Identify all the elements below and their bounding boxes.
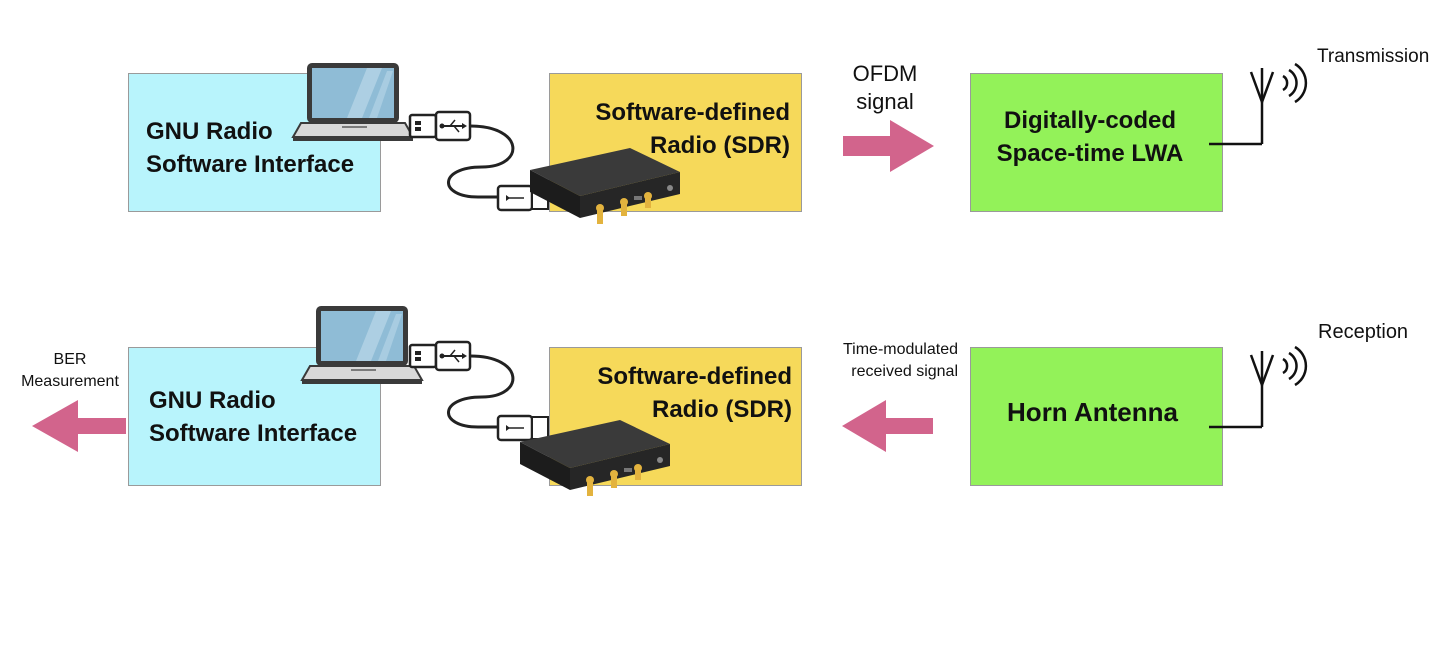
rx-sdr-line2: Radio (SDR) (652, 396, 792, 423)
rx-signal-arrow (842, 400, 933, 452)
time-modulated-line1: Time-modulated (842, 341, 958, 358)
rx-laptop-icon (301, 305, 423, 385)
tx-lwa-title: Digitally-coded Space-time LWA (970, 104, 1210, 170)
tx-gnu-line1: GNU Radio (146, 118, 273, 145)
tx-laptop-icon (292, 62, 414, 142)
tx-usb-cable-icon (408, 110, 550, 212)
tx-lwa-line2: Space-time LWA (996, 140, 1184, 167)
time-modulated-label: Time-modulated received signal (790, 339, 958, 383)
tx-sdr-line2: Radio (SDR) (650, 132, 790, 159)
rx-sdr-line1: Software-defined (597, 363, 792, 390)
tx-gnu-radio-title: GNU Radio Software Interface (146, 115, 354, 181)
rx-horn-antenna-box (970, 347, 1223, 486)
tx-signal-arrow (843, 120, 934, 172)
ofdm-line2: signal (856, 89, 914, 114)
ber-line1: BER (53, 351, 87, 368)
ofdm-signal-label: OFDM signal (835, 60, 935, 116)
ofdm-line1: OFDM (852, 61, 918, 86)
ber-measurement-label: BER Measurement (8, 349, 132, 393)
rx-horn-title: Horn Antenna (970, 396, 1215, 429)
tx-antenna-icon (1207, 62, 1308, 146)
tx-sdr-title: Software-defined Radio (SDR) (560, 96, 790, 162)
reception-label: Reception (1318, 321, 1409, 343)
rx-horn-line1: Horn Antenna (1007, 397, 1178, 427)
tx-lwa-box (970, 73, 1223, 212)
tx-sdr-device-icon (530, 148, 680, 224)
rx-usb-cable-icon (408, 340, 550, 442)
time-modulated-line2: received signal (851, 363, 958, 380)
rx-gnu-line1: GNU Radio (149, 387, 276, 414)
tx-sdr-line1: Software-defined (595, 99, 790, 126)
rx-sdr-title: Software-defined Radio (SDR) (562, 360, 792, 426)
ber-line2: Measurement (21, 373, 119, 390)
rx-gnu-radio-title: GNU Radio Software Interface (149, 384, 357, 450)
tx-gnu-line2: Software Interface (146, 151, 355, 178)
rx-antenna-icon (1207, 345, 1308, 429)
transmission-label: Transmission (1317, 46, 1430, 67)
rx-gnu-line2: Software Interface (149, 420, 358, 447)
ber-output-arrow (32, 400, 126, 452)
tx-lwa-line1: Digitally-coded (1003, 107, 1177, 134)
